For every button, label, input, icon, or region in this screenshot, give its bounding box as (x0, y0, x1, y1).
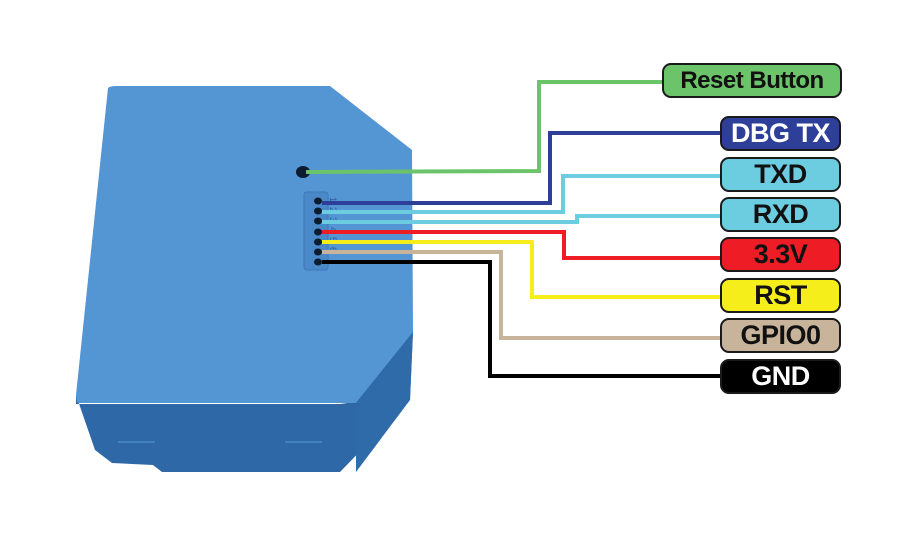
pin-number: 4 (328, 227, 338, 232)
pin-hole (314, 248, 322, 256)
pin-hole (314, 238, 322, 246)
pin-label-dbg-tx: DBG TX (720, 116, 841, 151)
wire-txd (322, 174, 720, 214)
device-chamfer-edge (356, 332, 413, 472)
pin-number: 3 (328, 217, 338, 222)
pin-hole (314, 197, 322, 205)
pin-number: 5 (328, 237, 338, 242)
pin-number: 6 (328, 247, 338, 252)
device-top-face (76, 86, 413, 403)
wire-dbg-tx (322, 131, 720, 205)
reset-button-label: Reset Button (662, 63, 842, 98)
pin-label-rst: RST (720, 278, 841, 313)
pin-hole (314, 258, 322, 266)
wire-reset-button (305, 80, 662, 174)
device-module: 1 2 3 4 5 6 (76, 86, 413, 472)
pin-label-txd: TXD (720, 157, 841, 192)
wire-gnd (322, 260, 720, 378)
pin-number: 1 (328, 197, 338, 202)
pin-label-3-3v: 3.3V (720, 237, 841, 272)
wire-3-3v (322, 230, 720, 260)
wire-rst (322, 240, 720, 299)
device-side-face (76, 330, 413, 472)
wire-gpio0 (322, 250, 720, 340)
pin-label-rxd: RXD (720, 197, 841, 232)
pin-hole (314, 207, 322, 215)
reset-hole (296, 166, 310, 178)
wire-rxd (322, 214, 720, 224)
pin-label-gpio0: GPIO0 (720, 318, 841, 353)
pin-label-gnd: GND (720, 359, 841, 394)
pin-hole (314, 217, 322, 225)
pin-number: 2 (328, 207, 338, 212)
pin-hole (314, 228, 322, 236)
